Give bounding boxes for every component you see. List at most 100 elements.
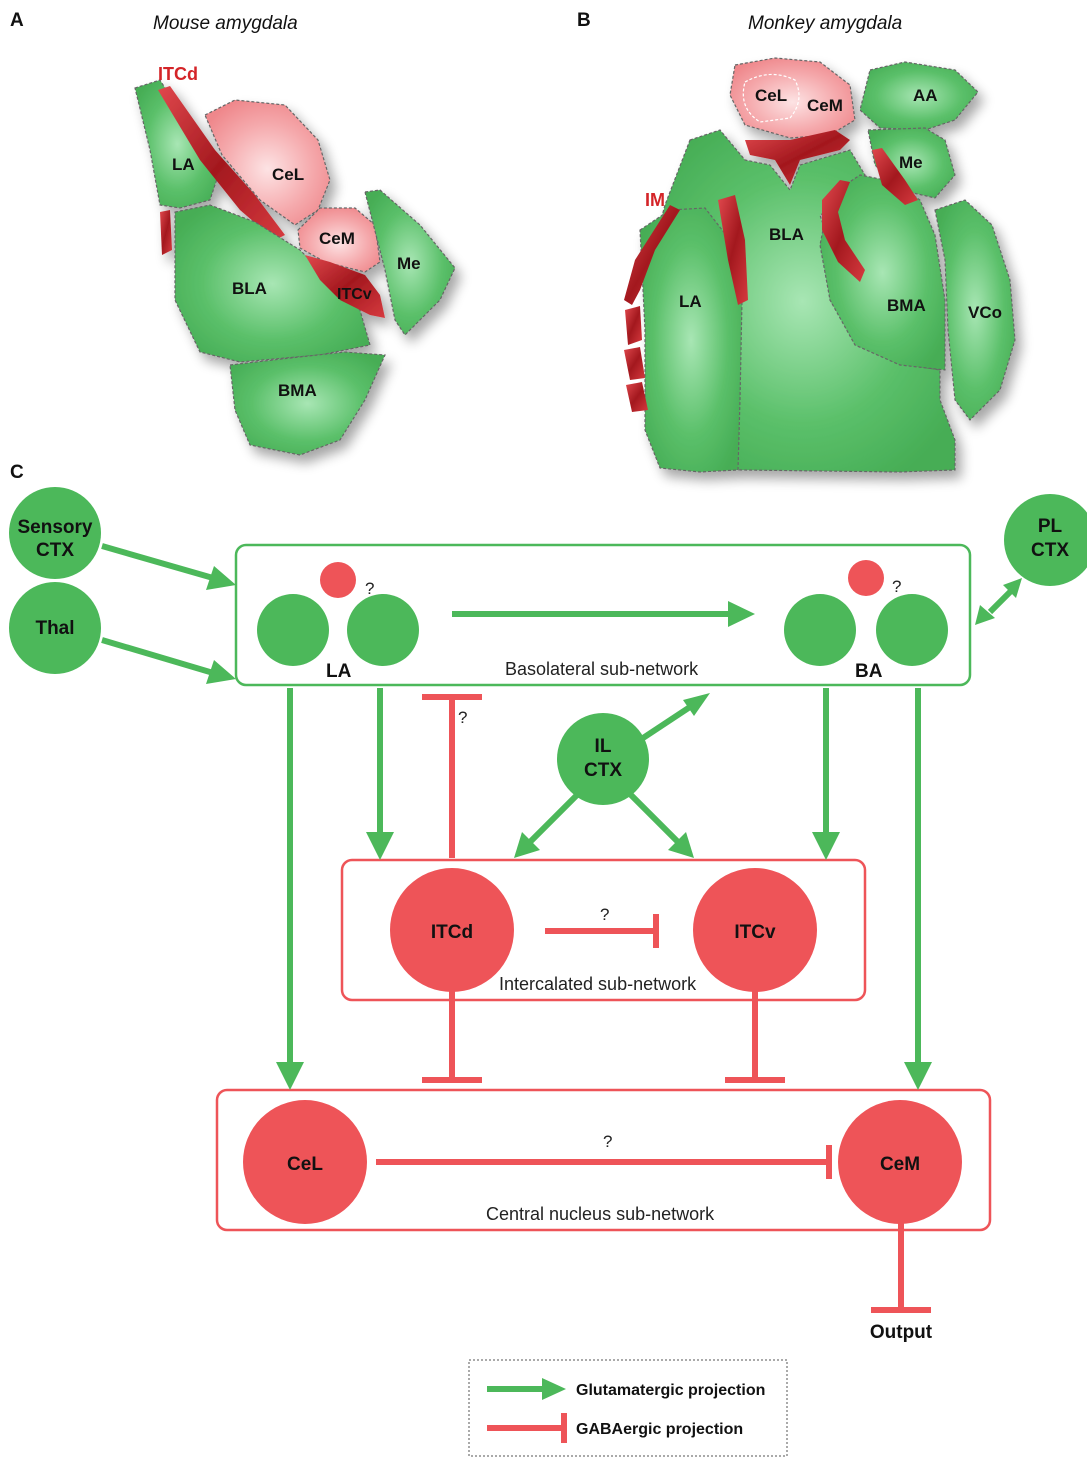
- monkey-im-cluster-2: [625, 306, 642, 345]
- legend-gabaergic-label: GABAergic projection: [576, 1421, 743, 1438]
- mouse-label-cel: CeL: [272, 165, 304, 184]
- panel-b-title: Monkey amygdala: [748, 13, 902, 34]
- mouse-label-bla: BLA: [232, 279, 267, 298]
- output-label: Output: [870, 1322, 933, 1343]
- itcv-node-label: ITCv: [734, 922, 776, 943]
- panel-c-letter: C: [10, 462, 24, 483]
- la-node-label: LA: [326, 661, 352, 682]
- arrowhead-pl-ba-2: [1003, 578, 1022, 598]
- legend-box: [468, 1359, 788, 1457]
- ba-green-cell-1: [784, 594, 856, 666]
- la-green-cell-1: [257, 594, 329, 666]
- legend-glutamatergic-label: Glutamatergic projection: [576, 1382, 765, 1399]
- monkey-label-bla: BLA: [769, 225, 804, 244]
- basolateral-label: Basolateral sub-network: [505, 659, 699, 679]
- mouse-label-itcv: ITCv: [337, 286, 372, 303]
- thal-node: [9, 582, 101, 674]
- monkey-label-me: Me: [899, 153, 923, 172]
- monkey-la-region: [639, 207, 743, 473]
- arrowhead-il-itcd: [514, 832, 540, 858]
- arrow-il-to-ba: [638, 700, 698, 743]
- monkey-label-bma: BMA: [887, 296, 926, 315]
- arrowhead-pl-ba-1: [975, 605, 995, 625]
- panel-b-letter: B: [577, 10, 591, 31]
- itcv-node: [693, 868, 817, 992]
- il-ctx-label-1: IL: [595, 736, 612, 757]
- cel-node-label: CeL: [287, 1154, 323, 1175]
- monkey-label-im: IM: [645, 190, 665, 210]
- monkey-im-cluster-1: [624, 205, 680, 305]
- sensory-ctx-label-1: Sensory: [18, 517, 93, 538]
- glutamatergic-arrows: [101, 543, 1015, 1070]
- monkey-itc-lateral: [718, 195, 748, 305]
- monkey-itc-medial: [822, 180, 865, 282]
- monkey-label-cem: CeM: [807, 96, 843, 115]
- ba-red-cell: [848, 560, 884, 596]
- mouse-labels: ITCd LA CeL CeM Me BLA ITCv BMA: [158, 64, 421, 400]
- mouse-itcd-region: [158, 86, 285, 240]
- ba-question: ?: [892, 577, 901, 596]
- monkey-itc-me: [872, 148, 918, 205]
- mouse-itcv-region: [305, 255, 385, 318]
- panel-a-title: Mouse amygdala: [153, 13, 298, 34]
- ba-node-label: BA: [855, 661, 883, 682]
- central-label: Central nucleus sub-network: [486, 1204, 715, 1224]
- legend-green-arrowhead: [542, 1378, 566, 1400]
- arrow-il-to-itcd: [527, 789, 583, 845]
- intercalated-label: Intercalated sub-network: [499, 974, 697, 994]
- arrowhead-la-cel: [276, 1062, 304, 1090]
- monkey-im-cluster-4: [626, 382, 648, 412]
- monkey-cecap: [745, 130, 850, 185]
- itcd-node: [390, 868, 514, 992]
- mouse-label-la: LA: [172, 155, 195, 174]
- mouse-me-region: [364, 189, 456, 336]
- arrow-thal-to-la: [101, 637, 221, 678]
- mouse-label-me: Me: [397, 254, 421, 273]
- monkey-label-aa: AA: [913, 86, 938, 105]
- monkey-label-vco: VCo: [968, 303, 1002, 322]
- pl-ctx-label-2: CTX: [1031, 540, 1069, 561]
- cem-node: [838, 1100, 962, 1224]
- thal-label: Thal: [35, 618, 74, 639]
- monkey-itc-clusters: [624, 148, 918, 412]
- gabaergic-connections: [376, 694, 931, 1313]
- arrowhead-il-itcv: [668, 832, 694, 858]
- sensory-ctx-node: [9, 487, 101, 579]
- mouse-label-cem: CeM: [319, 229, 355, 248]
- monkey-vco-region: [934, 199, 1016, 421]
- arrowhead-thal-la: [206, 660, 236, 684]
- monkey-labels: CeL CeM AA Me IM BLA LA BMA VCo: [645, 86, 1002, 322]
- monkey-im-cluster-3: [624, 347, 645, 380]
- il-ctx-label-2: CTX: [584, 760, 622, 781]
- mouse-cel-region: [204, 99, 331, 226]
- mouse-label-bma: BMA: [278, 381, 317, 400]
- cem-node-label: CeM: [880, 1154, 920, 1175]
- ba-green-cell-2: [876, 594, 948, 666]
- arrowhead-la-ba: [728, 601, 755, 627]
- la-red-cell: [320, 562, 356, 598]
- mouse-itcd-small: [160, 210, 172, 255]
- il-ctx-node: [557, 713, 649, 805]
- arrowhead-ba-itcv: [812, 832, 840, 860]
- la-question: ?: [365, 579, 374, 598]
- la-green-cell-2: [347, 594, 419, 666]
- glutamatergic-arrowheads: [206, 566, 1022, 1090]
- pl-ctx-node: [1004, 494, 1087, 586]
- mouse-bma-region: [229, 351, 386, 456]
- sensory-ctx-label-2: CTX: [36, 540, 74, 561]
- arrowhead-ba-cem: [904, 1062, 932, 1090]
- monkey-aa-region: [859, 61, 979, 131]
- monkey-label-cel: CeL: [755, 86, 787, 105]
- itcd-node-label: ITCd: [431, 922, 473, 943]
- mouse-label-itcd: ITCd: [158, 64, 198, 84]
- cel-cem-question: ?: [603, 1132, 612, 1151]
- arrowhead-il-ba: [683, 693, 710, 716]
- panel-a-letter: A: [10, 10, 24, 31]
- mouse-amygdala-map: [134, 79, 456, 456]
- mouse-bla-region: [174, 204, 371, 363]
- cel-node: [243, 1100, 367, 1224]
- arrow-sensory-to-la: [101, 543, 221, 583]
- mouse-cem-region: [297, 207, 381, 273]
